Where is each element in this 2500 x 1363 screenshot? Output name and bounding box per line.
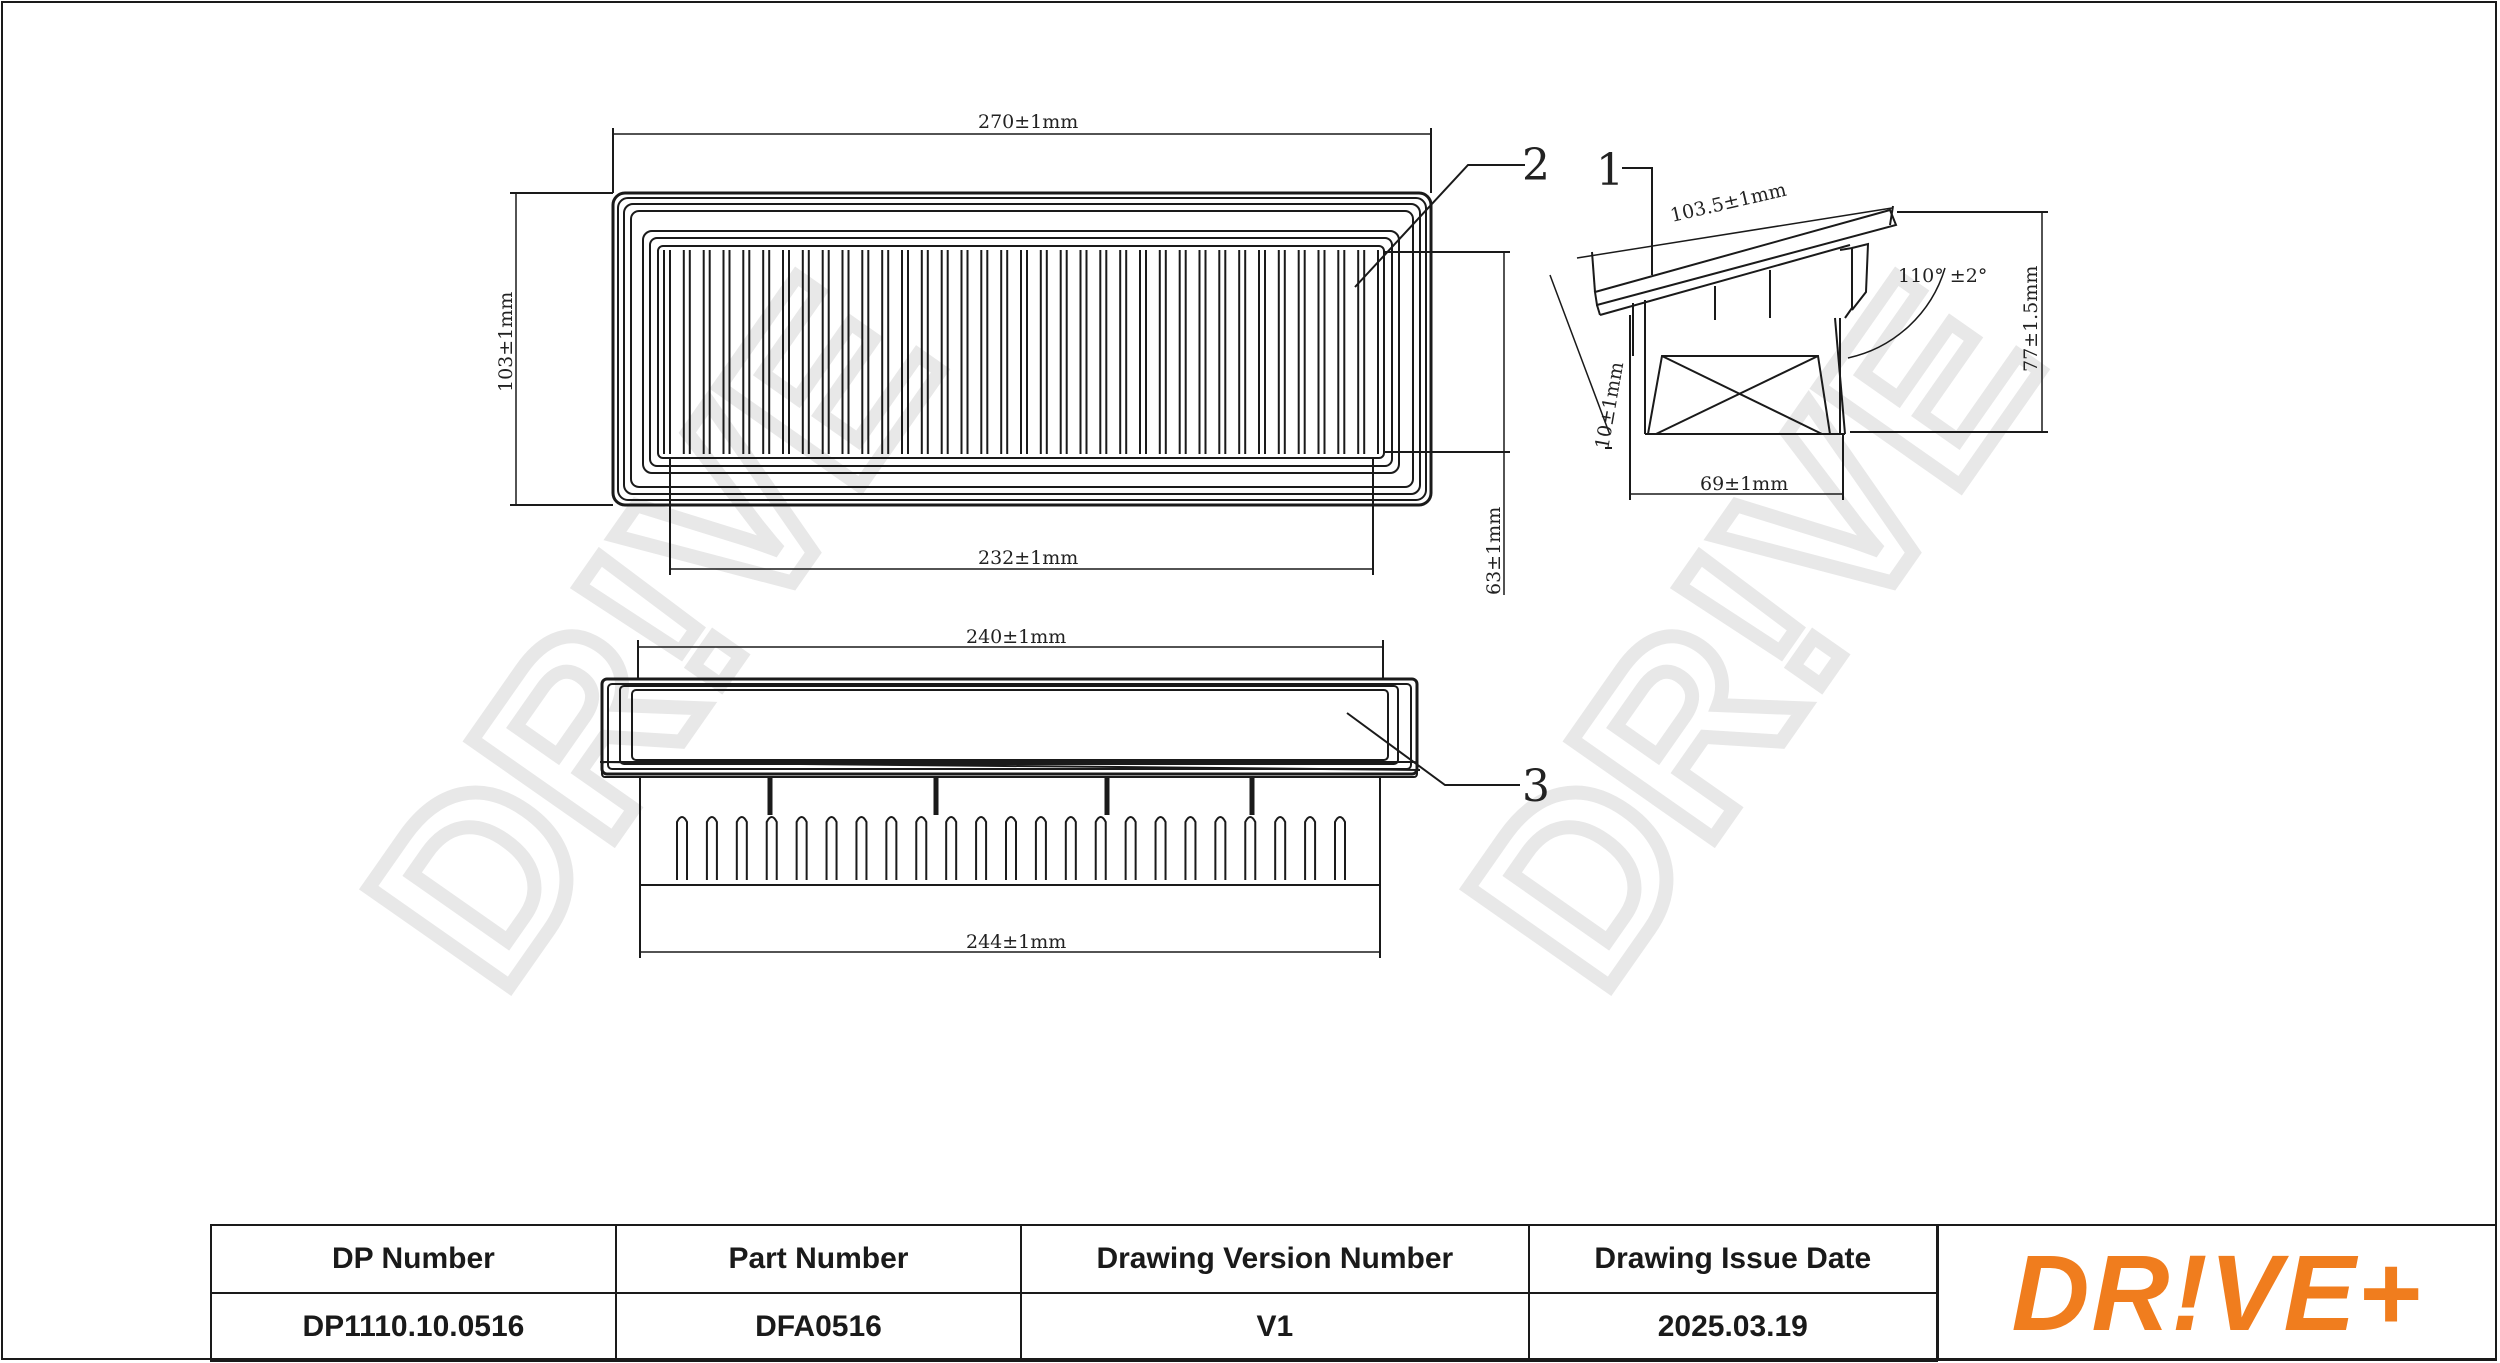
front-fin	[735, 816, 748, 880]
front-fin	[885, 816, 898, 880]
drive-logo: DR!VE+	[2011, 1232, 2423, 1353]
front-fin	[1334, 816, 1346, 880]
watermark-group: DR!VE DR!VE	[308, 226, 2097, 1037]
header-issue-date: Drawing Issue Date	[1527, 1224, 1939, 1294]
front-fin	[1154, 816, 1167, 880]
value-issue-date: 2025.03.19	[1527, 1292, 1939, 1362]
front-fin	[1274, 816, 1287, 880]
dim-side-angle: 110° ±2°	[1898, 265, 1987, 287]
front-fin	[945, 816, 958, 880]
front-fin	[1094, 816, 1107, 880]
front-fin	[1214, 816, 1227, 880]
front-view	[599, 640, 1520, 958]
watermark-right: DR!VE	[1415, 233, 2090, 1030]
dim-side-slant: 103.5±1mm	[1668, 179, 1788, 227]
logo-cell: DR!VE+	[1937, 1224, 2497, 1361]
front-fin	[1184, 816, 1197, 880]
front-fins	[676, 816, 1346, 880]
front-fin	[855, 816, 868, 880]
front-fin	[915, 816, 928, 880]
dim-side-base: 69±1mm	[1700, 473, 1788, 495]
dim-inner-width: 232±1mm	[978, 547, 1078, 569]
title-header-row: DP Number Part Number Drawing Version Nu…	[210, 1224, 1939, 1294]
title-block: DP Number Part Number Drawing Version Nu…	[210, 1224, 2497, 1362]
title-table: DP Number Part Number Drawing Version Nu…	[210, 1224, 1939, 1362]
value-part-number: DFA0516	[614, 1292, 1023, 1362]
value-drawing-version: V1	[1020, 1292, 1530, 1362]
front-fin	[795, 816, 808, 880]
top-view	[510, 128, 1525, 595]
callout-2: 2	[1522, 140, 1550, 191]
dim-side-lip: 10±1mm	[1591, 360, 1628, 451]
front-fin	[975, 816, 988, 880]
title-value-row: DP1110.10.0516 DFA0516 V1 2025.03.19	[210, 1292, 1939, 1362]
front-fin	[1244, 816, 1257, 880]
dim-front-top: 240±1mm	[966, 626, 1066, 648]
dim-front-bottom: 244±1mm	[966, 931, 1066, 953]
front-fin	[825, 816, 838, 880]
value-dp-number: DP1110.10.0516	[210, 1292, 617, 1362]
dim-top-width: 270±1mm	[978, 111, 1078, 133]
dim-side-height: 77±1.5mm	[2020, 266, 2042, 372]
filter-pleats	[663, 250, 1379, 454]
dim-inner-height: 63±1mm	[1483, 507, 1505, 595]
dim-top-height: 103±1mm	[495, 292, 517, 392]
header-part-number: Part Number	[614, 1224, 1023, 1294]
side-view	[1549, 167, 2048, 500]
front-fin	[676, 816, 688, 880]
header-drawing-version: Drawing Version Number	[1020, 1224, 1530, 1294]
callout-1: 1	[1596, 145, 1624, 196]
header-dp-number: DP Number	[210, 1224, 617, 1294]
front-fin	[1005, 816, 1017, 880]
front-fin	[1034, 816, 1047, 880]
front-fin	[705, 816, 718, 880]
callout-3: 3	[1522, 761, 1550, 812]
front-fin	[1124, 816, 1137, 880]
front-fin	[1064, 816, 1077, 880]
front-fin	[765, 816, 778, 880]
front-fin	[1304, 816, 1317, 880]
